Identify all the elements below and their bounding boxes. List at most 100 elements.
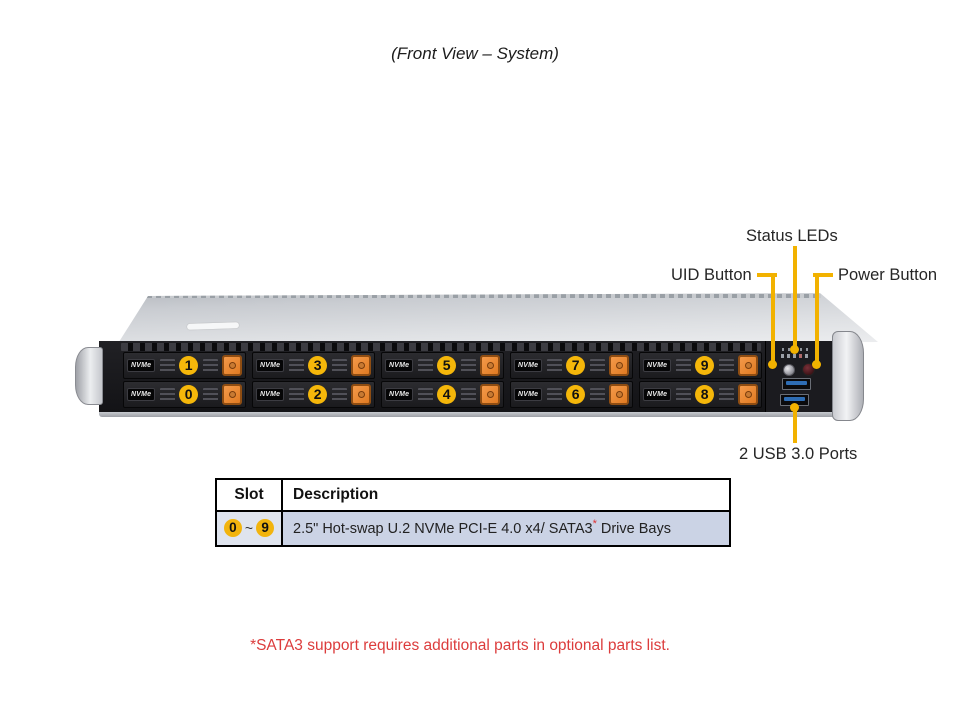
release-latch bbox=[222, 384, 242, 405]
uid-callout-line bbox=[757, 273, 777, 277]
vent-slots bbox=[675, 388, 691, 401]
release-latch bbox=[609, 355, 629, 376]
vent-slots bbox=[546, 388, 562, 401]
description-text: Drive Bays bbox=[596, 520, 671, 537]
bay-number-badge: 7 bbox=[566, 356, 586, 375]
latch-screw bbox=[486, 391, 494, 398]
nvme-label: NVMe bbox=[385, 359, 414, 372]
status-leds-label: Status LEDs bbox=[746, 227, 838, 245]
front-vent-strip bbox=[121, 343, 761, 351]
bay-number-badge: 0 bbox=[179, 385, 199, 404]
latch-screw bbox=[228, 362, 236, 369]
vent-slots bbox=[202, 359, 218, 372]
drive-bay-3: NVMe 3 bbox=[252, 352, 375, 379]
latch-screw bbox=[357, 362, 365, 369]
release-latch bbox=[351, 355, 371, 376]
vent-slots bbox=[288, 388, 304, 401]
release-latch bbox=[480, 384, 500, 405]
slot-range-cell: 0~9 bbox=[215, 510, 283, 547]
drive-bay-0: NVMe 0 bbox=[123, 381, 246, 408]
vent-slots bbox=[417, 388, 433, 401]
bay-number-badge: 3 bbox=[308, 356, 328, 375]
nvme-label: NVMe bbox=[643, 388, 672, 401]
vent-slots bbox=[718, 388, 734, 401]
vent-slots bbox=[589, 388, 605, 401]
nvme-label: NVMe bbox=[256, 388, 285, 401]
release-latch bbox=[480, 355, 500, 376]
drive-bay-7: NVMe 7 bbox=[510, 352, 633, 379]
slot-start-badge: 0 bbox=[223, 519, 242, 538]
right-rack-handle bbox=[832, 331, 864, 421]
sata3-footnote: *SATA3 support requires additional parts… bbox=[250, 637, 670, 654]
slot-range-separator: ~ bbox=[244, 520, 254, 537]
release-latch bbox=[738, 355, 758, 376]
bay-number-badge: 2 bbox=[308, 385, 328, 404]
table-row: 0~9 2.5" Hot-swap U.2 NVMe PCI-E 4.0 x4/… bbox=[215, 510, 731, 547]
drive-bay-5: NVMe 5 bbox=[381, 352, 504, 379]
front-control-panel bbox=[765, 341, 837, 412]
vent-slots bbox=[417, 359, 433, 372]
uid-button bbox=[783, 364, 795, 376]
vent-slots bbox=[331, 388, 347, 401]
vent-slots bbox=[718, 359, 734, 372]
power-callout-dot bbox=[812, 360, 821, 369]
bay-number-badge: 8 bbox=[695, 385, 715, 404]
release-latch bbox=[222, 355, 242, 376]
sata3-footnote-marker: * bbox=[592, 517, 597, 530]
status-leds-callout-line bbox=[793, 246, 797, 350]
vent-slots bbox=[460, 359, 476, 372]
bay-number-badge: 4 bbox=[437, 385, 457, 404]
usb-ports-label: 2 USB 3.0 Ports bbox=[739, 445, 858, 463]
drive-bay-2: NVMe 2 bbox=[252, 381, 375, 408]
latch-screw bbox=[615, 391, 623, 398]
vent-slots bbox=[288, 359, 304, 372]
nvme-label: NVMe bbox=[514, 359, 543, 372]
slot-column-header: Slot bbox=[215, 478, 283, 512]
usb-callout-dot bbox=[790, 403, 799, 412]
left-rack-handle bbox=[75, 347, 103, 405]
latch-screw bbox=[228, 391, 236, 398]
vent-slots bbox=[675, 359, 691, 372]
chassis-label-sticker bbox=[186, 322, 240, 330]
chassis-rear-ridge bbox=[147, 294, 821, 298]
uid-callout-dot bbox=[768, 360, 777, 369]
description-column-header: Description bbox=[281, 478, 731, 512]
bay-number-badge: 1 bbox=[179, 356, 199, 375]
slot-description-cell: 2.5" Hot-swap U.2 NVMe PCI-E 4.0 x4/ SAT… bbox=[281, 510, 731, 547]
description-text: 2.5" Hot-swap U.2 NVMe PCI-E 4.0 x4/ SAT… bbox=[293, 520, 593, 537]
bay-number-badge: 6 bbox=[566, 385, 586, 404]
drive-bay-1: NVMe 1 bbox=[123, 352, 246, 379]
table-header-row: Slot Description bbox=[215, 478, 731, 512]
latch-screw bbox=[486, 362, 494, 369]
nvme-label: NVMe bbox=[127, 359, 156, 372]
nvme-label: NVMe bbox=[127, 388, 156, 401]
uid-callout-line bbox=[771, 273, 775, 364]
bay-number-badge: 5 bbox=[437, 356, 457, 375]
vent-slots bbox=[546, 359, 562, 372]
vent-slots bbox=[159, 359, 175, 372]
page-title: (Front View – System) bbox=[391, 44, 559, 63]
status-led-icons bbox=[781, 354, 808, 358]
vent-slots bbox=[589, 359, 605, 372]
latch-screw bbox=[744, 362, 752, 369]
usb-port bbox=[782, 378, 811, 390]
power-button bbox=[802, 363, 815, 376]
release-latch bbox=[351, 384, 371, 405]
slot-description-table: Slot Description 0~9 2.5" Hot-swap U.2 N… bbox=[215, 478, 731, 547]
nvme-label: NVMe bbox=[256, 359, 285, 372]
vent-slots bbox=[159, 388, 175, 401]
latch-screw bbox=[744, 391, 752, 398]
nvme-label: NVMe bbox=[514, 388, 543, 401]
bay-number-badge: 9 bbox=[695, 356, 715, 375]
uid-button-label: UID Button bbox=[671, 266, 752, 284]
